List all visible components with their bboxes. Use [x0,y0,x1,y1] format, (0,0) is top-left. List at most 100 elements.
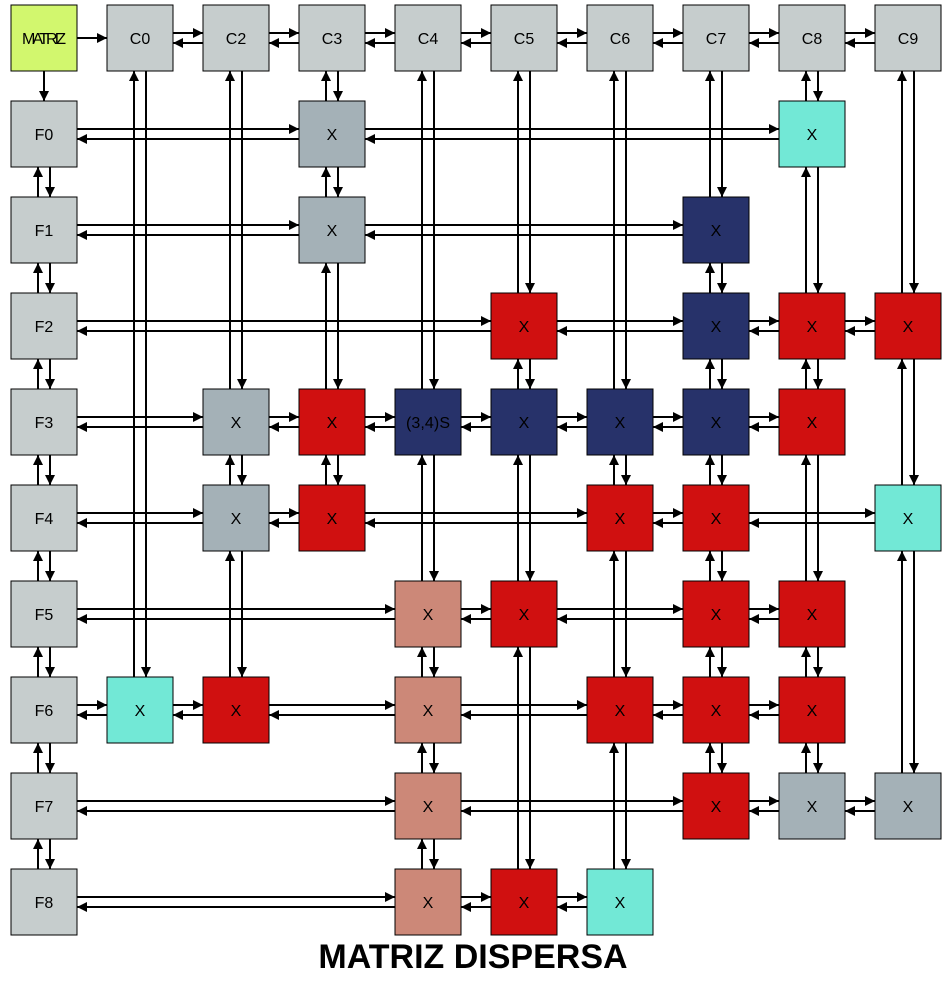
row-header-f5-box [10,580,78,648]
cell-3-3-box [394,388,462,456]
column-header-c9-label: C9 [898,31,919,48]
column-header-c9: C9 [874,4,942,72]
cell-4-5-box [586,484,654,552]
column-header-c3-box [298,4,366,72]
cell-8-4: X [490,868,558,936]
cell-3-1-label: X [231,415,242,432]
cell-7-6: X [682,772,750,840]
cell-3-5: X [586,388,654,456]
cell-4-6-box [682,484,750,552]
row-header-f4: F4 [10,484,78,552]
row-header-f4-box [10,484,78,552]
column-header-c7: C7 [682,4,750,72]
row-header-f0: F0 [10,100,78,168]
cell-2-4-box [490,292,558,360]
root-node-label: MATRIZ [22,31,66,48]
cell-4-2: X [298,484,366,552]
row-header-f5: F5 [10,580,78,648]
row-header-f7: F7 [10,772,78,840]
row-header-f7-label: F7 [35,799,54,816]
cell-7-7-box [778,772,846,840]
row-header-f2-box [10,292,78,360]
cell-8-5-label: X [615,895,626,912]
cell-3-6-label: X [711,415,722,432]
diagram-title: MATRIZ DISPERSA [318,938,627,976]
row-header-f3-box [10,388,78,456]
column-header-c7-box [682,4,750,72]
cell-2-8-box [874,292,942,360]
cell-4-1-label: X [231,511,242,528]
cell-7-6-label: X [711,799,722,816]
cell-8-4-label: X [519,895,530,912]
row-header-f8-label: F8 [35,895,54,912]
row-header-f2: F2 [10,292,78,360]
cell-6-5-label: X [615,703,626,720]
cell-3-7-label: X [807,415,818,432]
cell-3-2-box [298,388,366,456]
column-header-c2-label: C2 [226,31,247,48]
cell-6-7-box [778,676,846,744]
cell-4-6-label: X [711,511,722,528]
cell-4-8-box [874,484,942,552]
cell-4-5-label: X [615,511,626,528]
cell-7-7-label: X [807,799,818,816]
cell-5-7-label: X [807,607,818,624]
cell-2-4: X [490,292,558,360]
cell-1-6-label: X [711,223,722,240]
column-header-c6: C6 [586,4,654,72]
row-header-f6-label: F6 [35,703,54,720]
column-header-c5-box [490,4,558,72]
column-header-c5-label: C5 [514,31,535,48]
root-node-box [10,4,78,72]
cell-8-5: X [586,868,654,936]
cell-3-1-box [202,388,270,456]
cell-3-5-box [586,388,654,456]
column-header-c7-label: C7 [706,31,727,48]
cell-7-6-box [682,772,750,840]
row-header-f7-box [10,772,78,840]
cell-3-6-box [682,388,750,456]
cell-5-3-box [394,580,462,648]
cell-6-1-box [202,676,270,744]
column-header-c8-box [778,4,846,72]
cell-0-2-box [298,100,366,168]
cell-8-3: X [394,868,462,936]
cell-5-3-label: X [423,607,434,624]
cell-1-6: X [682,196,750,264]
cell-3-4: X [490,388,558,456]
cell-4-8: X [874,484,942,552]
cell-7-3-box [394,772,462,840]
cell-5-7: X [778,580,846,648]
cell-3-1: X [202,388,270,456]
cell-2-6-label: X [711,319,722,336]
cell-6-1: X [202,676,270,744]
row-header-f6: F6 [10,676,78,744]
cell-6-6: X [682,676,750,744]
cell-4-8-label: X [903,511,914,528]
column-header-c4: C4 [394,4,462,72]
cell-3-7: X [778,388,846,456]
cell-6-5-box [586,676,654,744]
cell-0-7: X [778,100,846,168]
cell-6-0-box [106,676,174,744]
cell-5-6-box [682,580,750,648]
cell-0-7-label: X [807,127,818,144]
cell-5-3: X [394,580,462,648]
row-header-f4-label: F4 [35,511,54,528]
cell-1-2-box [298,196,366,264]
cell-2-8: X [874,292,942,360]
cell-6-5: X [586,676,654,744]
cell-2-7-box [778,292,846,360]
cell-3-3-label: (3,4)S [406,415,450,432]
column-header-c9-box [874,4,942,72]
cell-7-8-box [874,772,942,840]
cell-5-4-label: X [519,607,530,624]
row-header-f8: F8 [10,868,78,936]
cell-0-2-label: X [327,127,338,144]
column-header-c4-label: C4 [418,31,439,48]
cell-2-7-label: X [807,319,818,336]
cell-8-3-box [394,868,462,936]
cell-3-4-label: X [519,415,530,432]
cell-2-4-label: X [519,319,530,336]
